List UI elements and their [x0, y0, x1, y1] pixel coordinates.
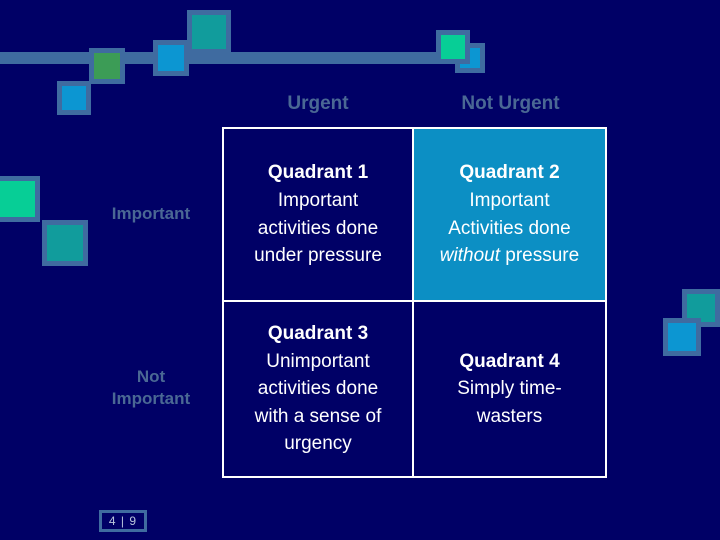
quadrant-4-body: Simply time- wasters [457, 375, 562, 430]
quadrant-4-body-line2: wasters [476, 405, 543, 427]
deco-square-green-left [0, 176, 40, 222]
quadrant-3-body-line1: Unimportant [266, 350, 370, 372]
page-indicator[interactable]: 4 | 9 [99, 510, 147, 532]
quadrant-3-title: Quadrant 3 [267, 323, 369, 345]
quadrant-4-title: Quadrant 4 [459, 350, 560, 372]
quadrant-3-body: Unimportant activities done with a sense… [255, 348, 382, 458]
accent-bar [0, 52, 470, 64]
deco-square-green [89, 48, 125, 84]
quadrant-3-body-line2: activities done [257, 378, 379, 400]
quadrant-3-body-line4: urgency [284, 433, 352, 455]
quadrant-1-body: Important activities done under pressure [254, 187, 382, 270]
quadrant-2-body-line1: Important [469, 189, 550, 211]
quadrant-4-body-line1: Simply time- [457, 378, 562, 400]
row-label-not-important: Not Important [86, 366, 216, 410]
deco-square-teal-top [187, 10, 231, 54]
quadrant-2-body-line3-rest: pressure [500, 245, 580, 267]
quadrant-1-cell[interactable]: Quadrant 1 Important activities done und… [224, 129, 414, 302]
eisenhower-matrix: Quadrant 1 Important activities done und… [222, 127, 607, 478]
quadrant-2-emphasis: without [439, 245, 500, 267]
row-label-not-important-line1: Not [136, 367, 166, 386]
quadrant-2-title: Quadrant 2 [459, 162, 560, 184]
deco-square-blue-right [663, 318, 701, 356]
quadrant-1-title: Quadrant 1 [267, 162, 369, 184]
column-header-urgent: Urgent [287, 93, 349, 114]
quadrant-3-cell[interactable]: Quadrant 3 Unimportant activities done w… [224, 302, 414, 476]
row-label-not-important-line2: Important [111, 389, 191, 409]
deco-square-blue-low [57, 81, 91, 115]
quadrant-2-body-line2: Activities done [448, 217, 571, 239]
quadrant-2-cell[interactable]: Quadrant 2 Important Activities done wit… [414, 129, 605, 302]
quadrant-1-body-line2: activities done [257, 217, 379, 239]
quadrant-2-body: Important Activities done without pressu… [440, 187, 579, 270]
row-label-important: Important [111, 204, 191, 223]
quadrant-4-cell[interactable]: Quadrant 4 Simply time- wasters [414, 302, 605, 476]
deco-square-blue-top [153, 40, 189, 76]
quadrant-1-body-line3: under pressure [254, 245, 382, 267]
deco-square-green-bar [436, 30, 470, 64]
deco-square-teal-left [42, 220, 88, 266]
quadrant-3-body-line3: with a sense of [254, 405, 382, 427]
column-header-not-urgent: Not Urgent [461, 93, 560, 114]
quadrant-2-body-line3: without pressure [440, 242, 579, 270]
quadrant-1-body-line1: Important [277, 189, 359, 211]
